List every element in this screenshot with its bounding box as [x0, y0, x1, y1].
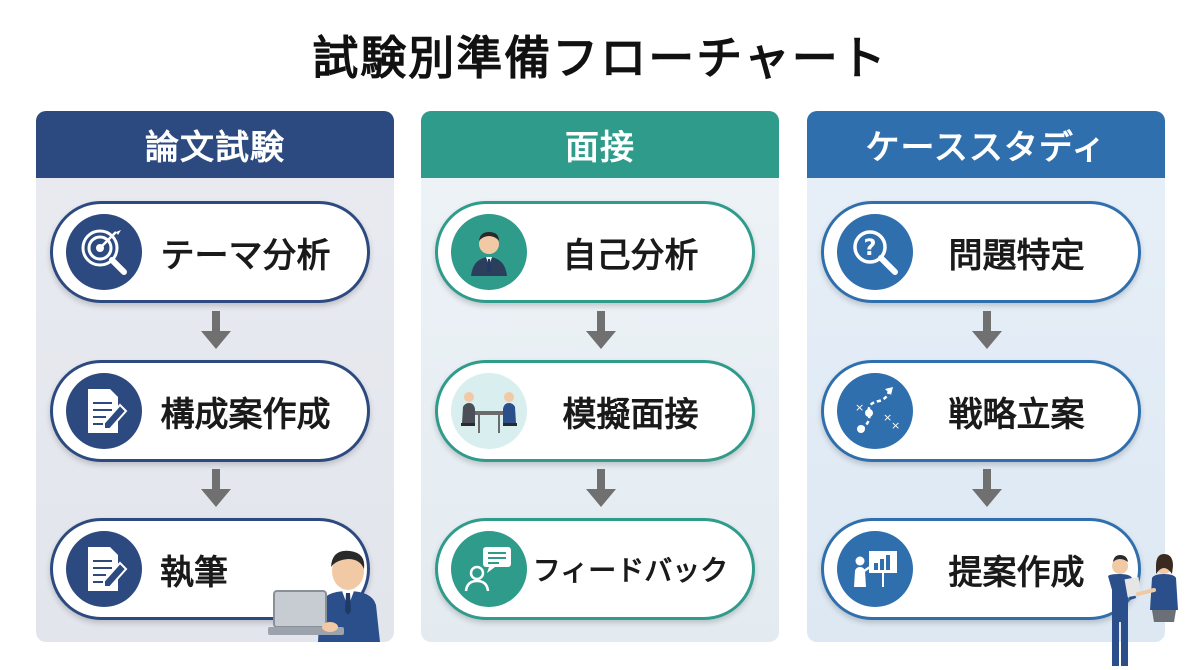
step-theme-analysis: テーマ分析: [50, 201, 370, 303]
speech-bubble-person-icon: [451, 531, 527, 607]
step-writing: 執筆: [50, 518, 370, 620]
step-feedback: フィードバック: [435, 518, 755, 620]
step-proposal-creation: 提案作成: [821, 518, 1141, 620]
step-label: 戦略立案: [948, 394, 1085, 435]
step-outline-creation: 構成案作成: [50, 360, 370, 462]
step-label: 構成案作成: [160, 394, 331, 435]
column-interview: 面接 自己分析: [421, 111, 779, 642]
column-header: ケーススタディ: [807, 111, 1165, 178]
step-label: 執筆: [160, 552, 228, 593]
svg-text:?: ?: [864, 236, 877, 261]
down-arrow-icon: [972, 469, 1002, 507]
person-icon: [451, 214, 527, 290]
target-magnifier-icon: [66, 214, 142, 290]
person-laptop-illustration: [268, 550, 380, 642]
svg-text:×: ×: [891, 419, 900, 432]
svg-text:×: ×: [855, 401, 864, 414]
step-label: 模擬面接: [562, 394, 699, 435]
column-essay-exam: 論文試験 テーマ分析: [36, 111, 394, 642]
step-self-analysis: 自己分析: [435, 201, 755, 303]
step-label: 提案作成: [948, 552, 1085, 593]
step-strategy-planning: × × × 戦略立案: [821, 360, 1141, 462]
step-label: フィードバック: [532, 554, 729, 587]
down-arrow-icon: [586, 311, 616, 349]
question-magnifier-icon: ?: [837, 214, 913, 290]
step-label: テーマ分析: [160, 235, 331, 276]
down-arrow-icon: [201, 469, 231, 507]
document-pen-icon: [66, 373, 142, 449]
interview-table-icon: [451, 373, 527, 449]
column-header: 面接: [421, 111, 779, 178]
step-mock-interview: 模擬面接: [435, 360, 755, 462]
page-title: 試験別準備フローチャート: [312, 31, 888, 85]
down-arrow-icon: [201, 311, 231, 349]
step-label: 問題特定: [948, 235, 1085, 276]
presentation-board-icon: [837, 531, 913, 607]
step-label: 自己分析: [562, 235, 699, 276]
step-problem-identification: ? 問題特定: [821, 201, 1141, 303]
strategy-path-icon: × × ×: [837, 373, 913, 449]
document-pen-icon: [66, 531, 142, 607]
column-case-study: ケーススタディ ? 問題特定 × × × 戦略立案: [807, 111, 1165, 642]
down-arrow-icon: [972, 311, 1002, 349]
column-header: 論文試験: [36, 111, 394, 178]
handshake-illustration: [1108, 554, 1178, 666]
svg-text:×: ×: [883, 411, 892, 424]
down-arrow-icon: [586, 469, 616, 507]
